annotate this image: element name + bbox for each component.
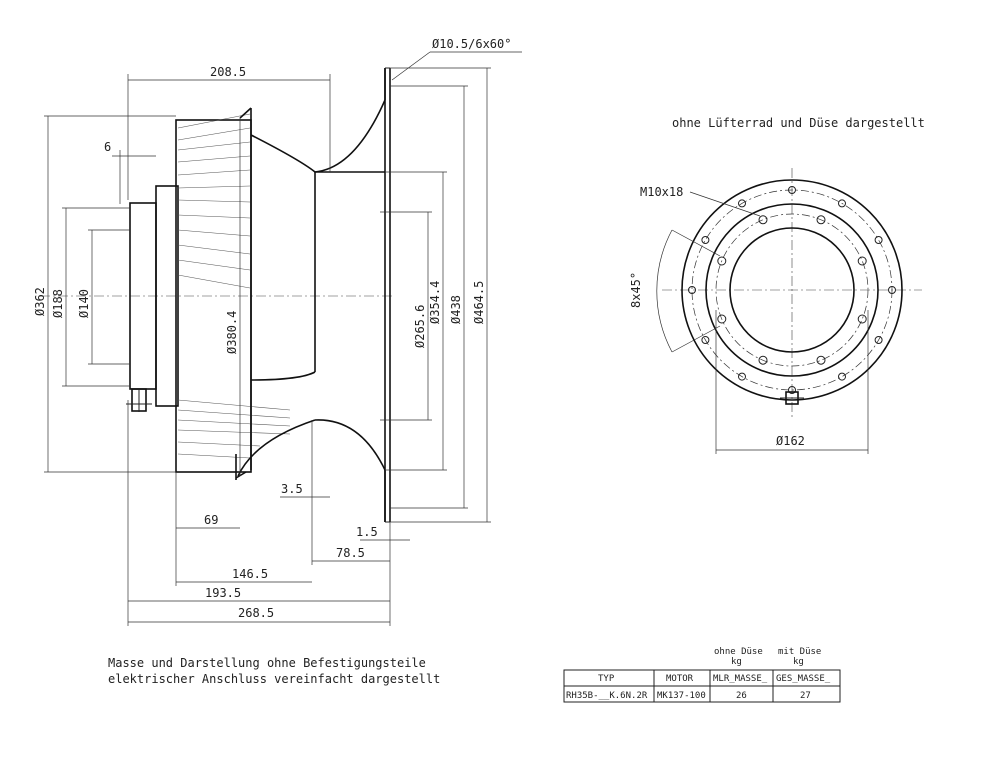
table-cell-motor: MK137-100 xyxy=(657,691,706,701)
inner-flange-circle xyxy=(705,203,879,377)
angle-label: 8x45° xyxy=(629,272,643,308)
cooling-fins-top xyxy=(177,113,251,289)
dim-hole-spec: Ø10.5/6x60° xyxy=(432,37,511,51)
inner-bolt-holes xyxy=(717,215,867,365)
dim-193-5: 193.5 xyxy=(205,586,241,600)
cooling-fins-bottom xyxy=(177,399,291,459)
dim-146-5: 146.5 xyxy=(232,567,268,581)
table-top-label-2-unit: kg xyxy=(793,657,804,667)
dim-1-5: 1.5 xyxy=(356,525,378,539)
thread-label: M10x18 xyxy=(640,185,683,199)
dim-dia-140: Ø140 xyxy=(77,289,91,318)
dimension-lines-section xyxy=(44,51,522,626)
outer-bolt-holes xyxy=(688,186,896,394)
note-line-1: Masse und Darstellung ohne Befestigungst… xyxy=(108,656,426,670)
outer-flange-circle xyxy=(681,179,903,401)
dim-dia-354: Ø354.4 xyxy=(428,281,442,324)
dim-6: 6 xyxy=(104,140,111,154)
notes: Masse und Darstellung ohne Befestigungst… xyxy=(108,656,440,686)
table-header-motor: MOTOR xyxy=(666,674,694,684)
dim-dia-380: Ø380.4 xyxy=(225,311,239,354)
mass-table: ohne Düse kg mit Düse kg TYP MOTOR MLR_M… xyxy=(563,647,841,703)
impeller-shroud-top xyxy=(250,134,385,173)
note-line-2: elektrischer Anschluss vereinfacht darge… xyxy=(108,672,440,686)
dim-69: 69 xyxy=(204,513,218,527)
dim-78-5: 78.5 xyxy=(336,546,365,560)
side-view-title: ohne Lüfterrad und Düse dargestellt xyxy=(672,116,925,130)
table-header-ges: GES_MASSE_ xyxy=(776,674,831,684)
dim-dia-464: Ø464.5 xyxy=(472,281,486,324)
dim-208-5: 208.5 xyxy=(210,65,246,79)
dim-dia-362: Ø362 xyxy=(33,287,47,316)
table-cell-typ: RH35B-__K.6N.2R xyxy=(566,691,648,701)
dimension-texts-section: 208.5 Ø10.5/6x60° 6 Ø362 Ø188 Ø140 Ø380.… xyxy=(33,37,511,620)
table-header-typ: TYP xyxy=(598,674,615,684)
side-view: ohne Lüfterrad und Düse dargestellt xyxy=(629,116,925,454)
dim-dia-265: Ø265.6 xyxy=(413,305,427,348)
motor-housing-step xyxy=(155,185,179,407)
section-view xyxy=(40,67,395,523)
table-cell-mlr: 26 xyxy=(736,691,747,701)
dim-dia-162: Ø162 xyxy=(776,434,805,448)
dim-dia-438: Ø438 xyxy=(449,295,463,324)
table-top-label-1-unit: kg xyxy=(731,657,742,667)
dim-dia-188: Ø188 xyxy=(51,289,65,318)
dim-3-5: 3.5 xyxy=(281,482,303,496)
table-top-label-2: mit Düse xyxy=(778,647,821,657)
dim-268-5: 268.5 xyxy=(238,606,274,620)
motor-bore-circle xyxy=(729,227,855,353)
table-header-mlr: MLR_MASSE_ xyxy=(713,674,768,684)
table-top-label-1: ohne Düse xyxy=(714,647,763,657)
inlet-nozzle-bottom xyxy=(314,419,386,471)
table-cell-ges: 27 xyxy=(800,691,811,701)
